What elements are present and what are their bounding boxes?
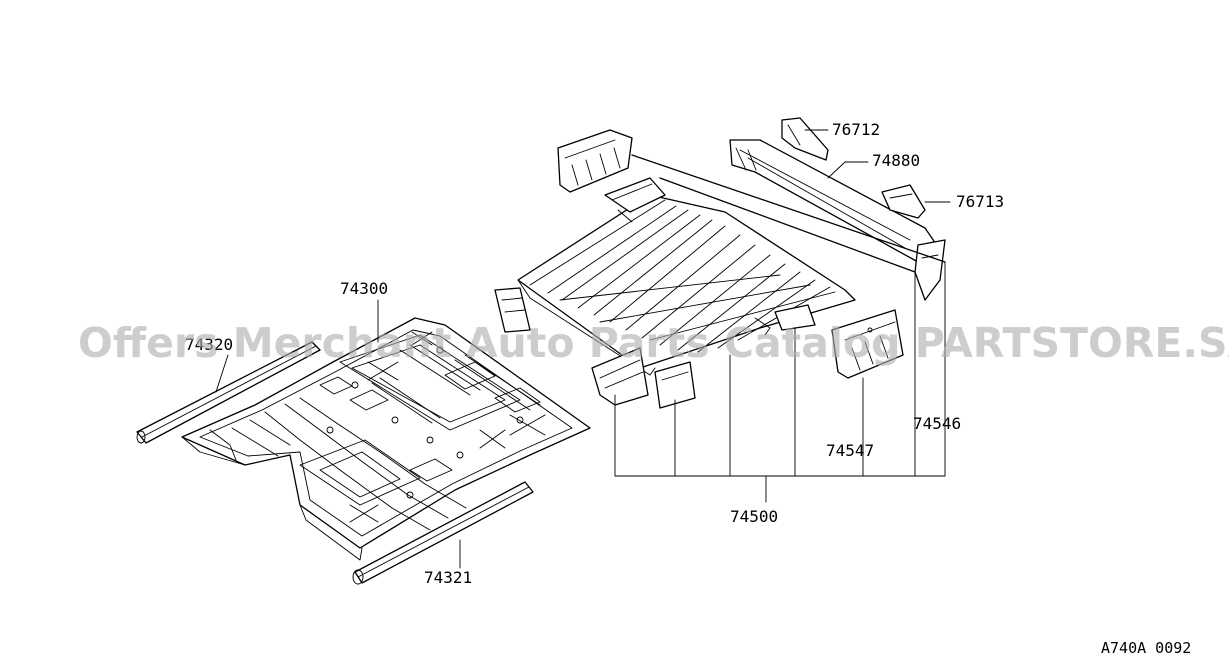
leader-lines (215, 129, 951, 569)
label-76712: 76712 (832, 120, 880, 139)
label-74880: 74880 (872, 151, 920, 170)
label-74300: 74300 (340, 279, 388, 298)
watermark-text: Offers Merchant Auto Parts Catalog PARTS… (78, 319, 1229, 367)
frame-lines (631, 154, 946, 273)
label-74320: 74320 (185, 335, 233, 354)
drawing-code: A740A 0092 (1101, 639, 1191, 657)
sill-member-74321 (352, 481, 534, 585)
label-74500: 74500 (730, 507, 778, 526)
side-bracket-74547 (831, 309, 904, 379)
sill-member-74320 (136, 341, 321, 444)
rear-floor-panel (494, 177, 856, 409)
label-74321: 74321 (424, 568, 472, 587)
label-76713: 76713 (956, 192, 1004, 211)
label-74547: 74547 (826, 441, 874, 460)
rear-left-bracket (557, 129, 633, 193)
front-floor-panel (181, 317, 591, 561)
label-74546: 74546 (913, 414, 961, 433)
